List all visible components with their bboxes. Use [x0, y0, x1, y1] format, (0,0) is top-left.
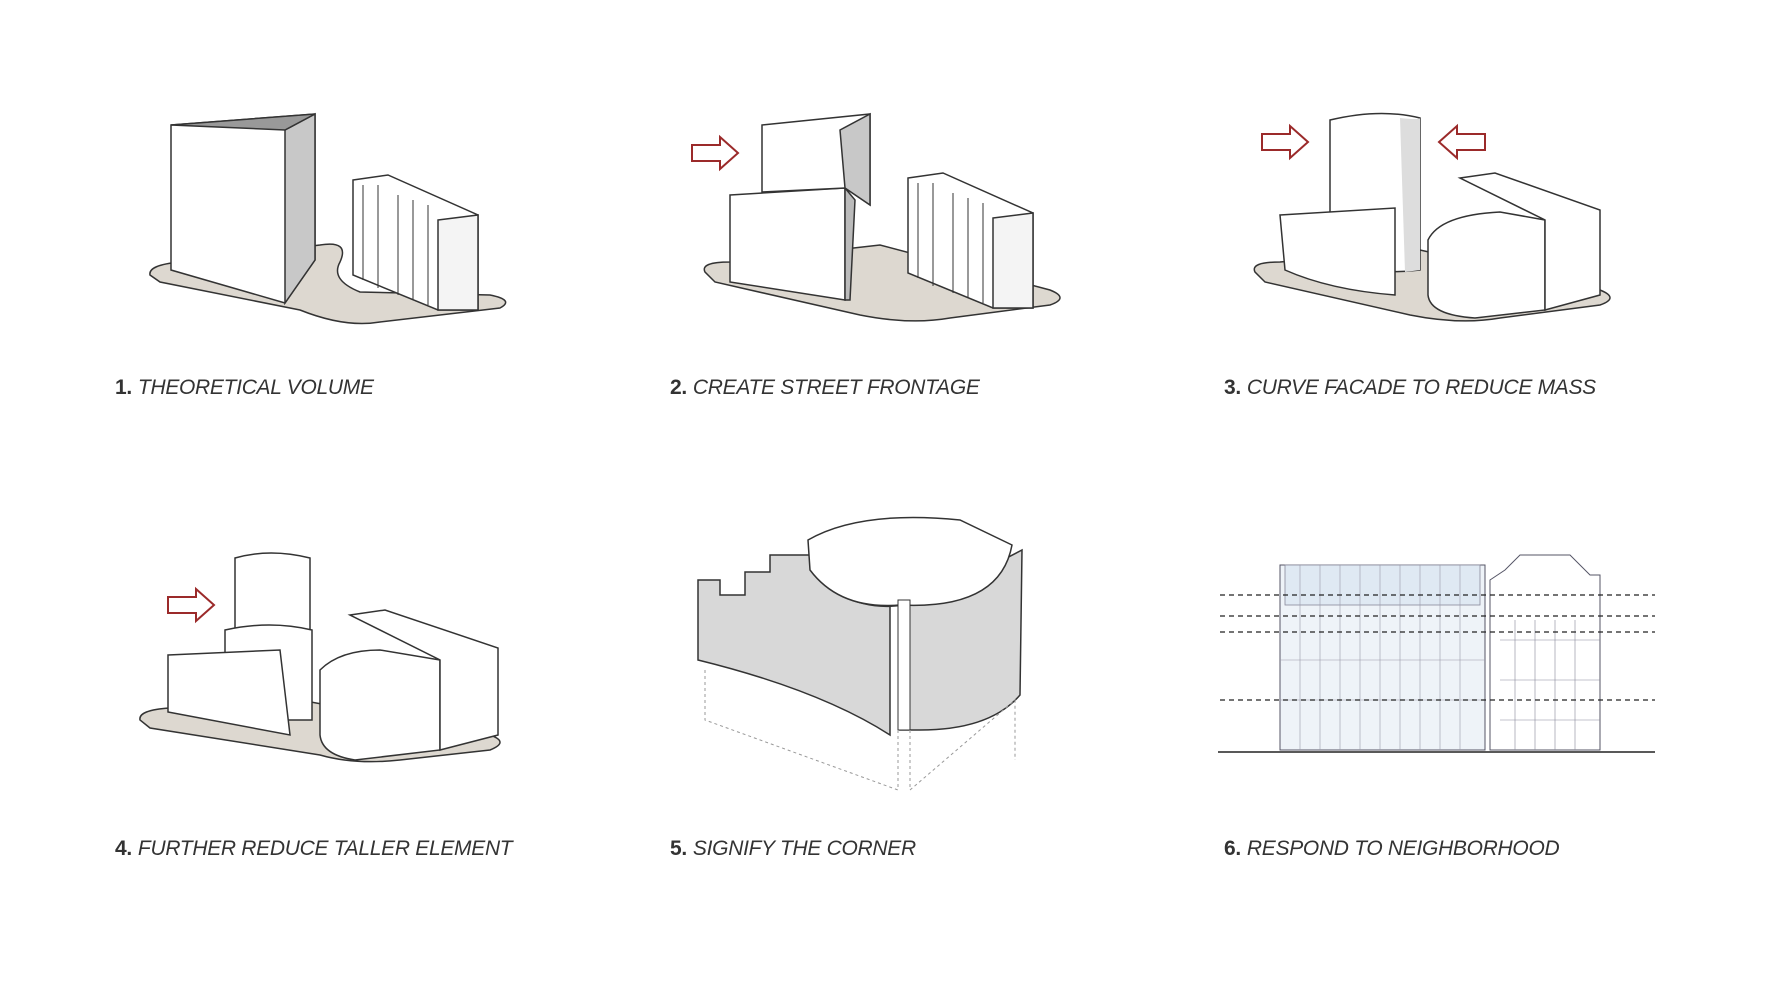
step-3-caption: 3.CURVE FACADE TO REDUCE MASS	[1224, 376, 1596, 400]
step-5-caption: 5.SIGNIFY THE CORNER	[670, 837, 916, 861]
step-title: CURVE FACADE TO REDUCE MASS	[1246, 376, 1596, 399]
step-number: 3.	[1224, 376, 1241, 399]
step-title: FURTHER REDUCE TALLER ELEMENT	[137, 837, 513, 860]
arrow-left-icon	[1438, 125, 1486, 159]
step-number: 6.	[1224, 837, 1241, 860]
step-title: CREATE STREET FRONTAGE	[692, 376, 980, 399]
step-1-caption: 1.THEORETICAL VOLUME	[115, 376, 374, 400]
arrow-right-icon	[1261, 125, 1309, 159]
arrow-icon	[167, 588, 215, 622]
step-2-caption: 2.CREATE STREET FRONTAGE	[670, 376, 980, 400]
step-title: RESPOND TO NEIGHBORHOOD	[1246, 837, 1560, 860]
arrow-icon	[691, 136, 739, 170]
step-title: SIGNIFY THE CORNER	[692, 837, 916, 860]
diagram-6-neighborhood-elevation	[1218, 554, 1655, 753]
step-4-caption: 4.FURTHER REDUCE TALLER ELEMENT	[115, 837, 513, 861]
step-number: 4.	[115, 837, 132, 860]
diagram-3-curve-facade	[1253, 112, 1611, 322]
diagram-5-signify-corner	[697, 516, 1023, 791]
diagram-1-theoretical-volume	[149, 112, 507, 325]
step-number: 2.	[670, 376, 687, 399]
diagram-4-reduce-taller-element	[139, 552, 501, 763]
step-number: 5.	[670, 837, 687, 860]
step-number: 1.	[115, 376, 132, 399]
step-6-caption: 6.RESPOND TO NEIGHBORHOOD	[1224, 837, 1560, 861]
step-title: THEORETICAL VOLUME	[137, 376, 374, 399]
diagram-2-create-street-frontage	[691, 112, 1061, 322]
